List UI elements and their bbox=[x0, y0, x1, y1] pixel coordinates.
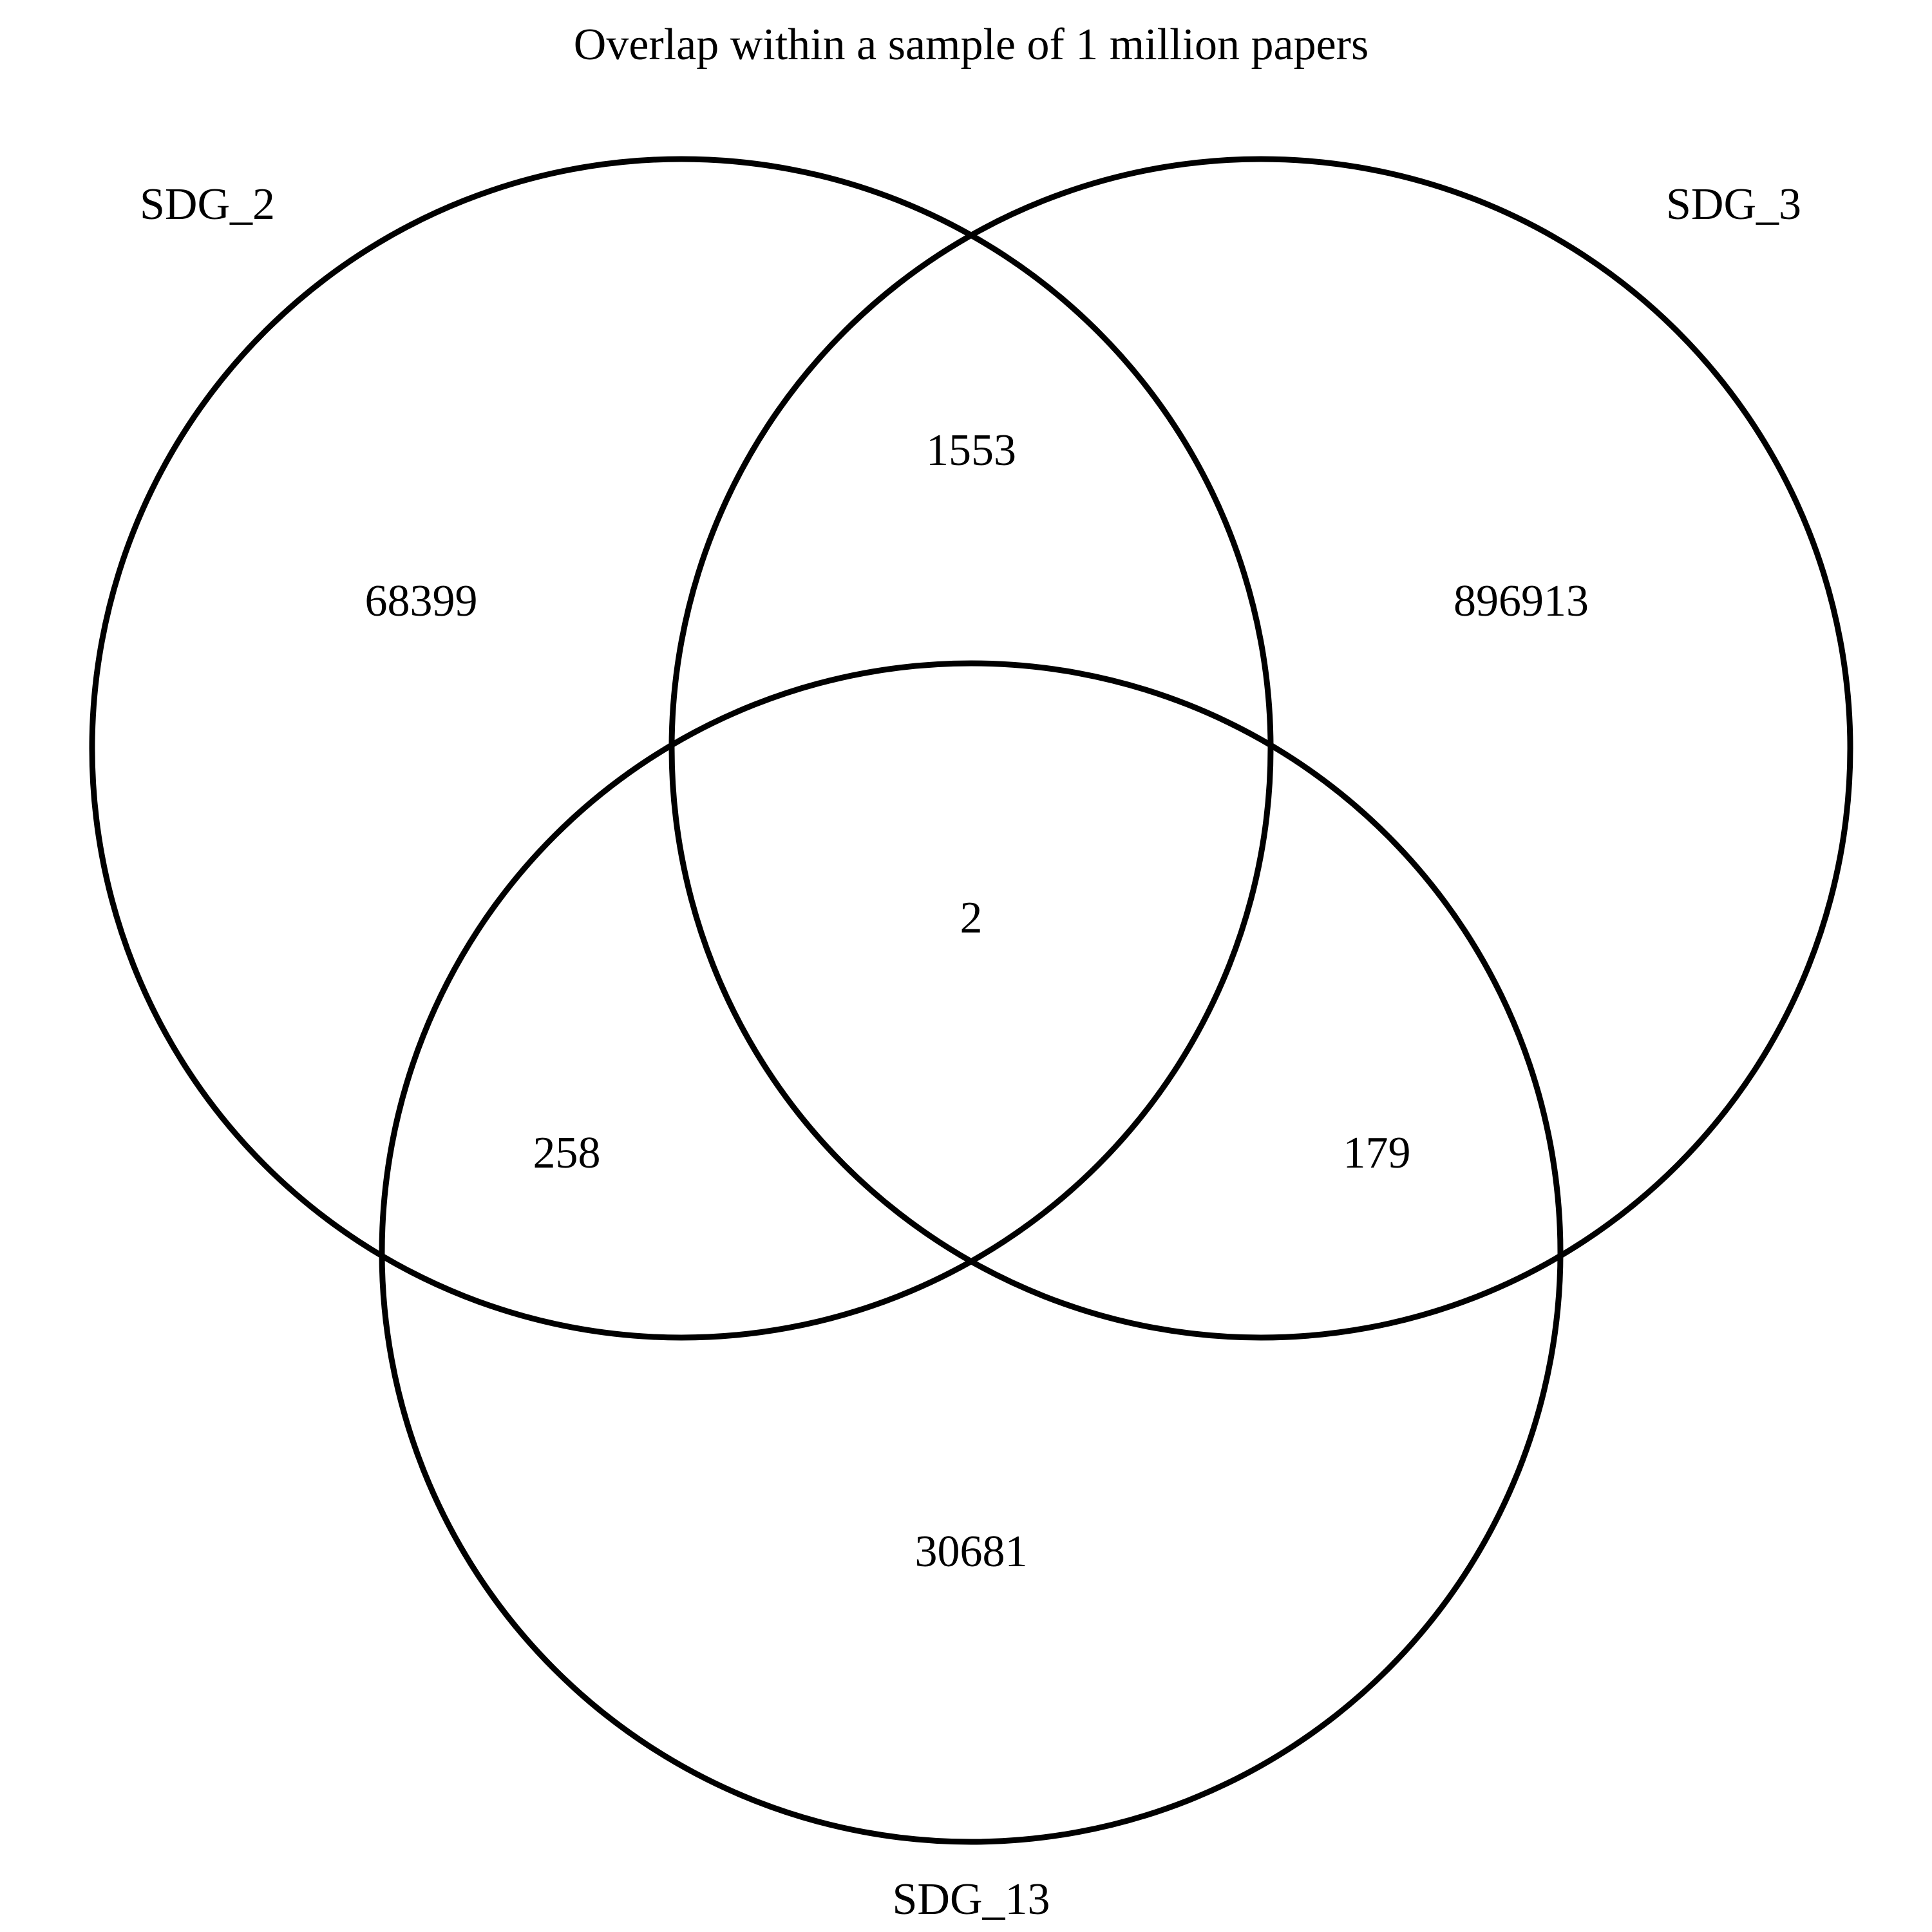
count-sdg-3-only: 896913 bbox=[1454, 576, 1589, 626]
diagram-title: Overlap within a sample of 1 million pap… bbox=[574, 20, 1368, 70]
count-sdg-3-and-13: 179 bbox=[1343, 1128, 1411, 1178]
count-sdg-13-only: 30681 bbox=[915, 1527, 1028, 1577]
set-label-sdg-13: SDG_13 bbox=[892, 1875, 1050, 1924]
count-sdg-2-only: 68399 bbox=[365, 576, 478, 626]
circle-sdg-2 bbox=[89, 156, 1274, 1341]
circle-sdg-13 bbox=[379, 660, 1564, 1845]
set-label-sdg-3: SDG_3 bbox=[1666, 180, 1801, 229]
count-sdg-2-and-3: 1553 bbox=[926, 426, 1016, 475]
count-all-three: 2 bbox=[960, 893, 983, 943]
circle-sdg-3 bbox=[668, 156, 1853, 1341]
set-label-sdg-2: SDG_2 bbox=[140, 180, 275, 229]
count-sdg-2-and-13: 258 bbox=[533, 1128, 601, 1178]
